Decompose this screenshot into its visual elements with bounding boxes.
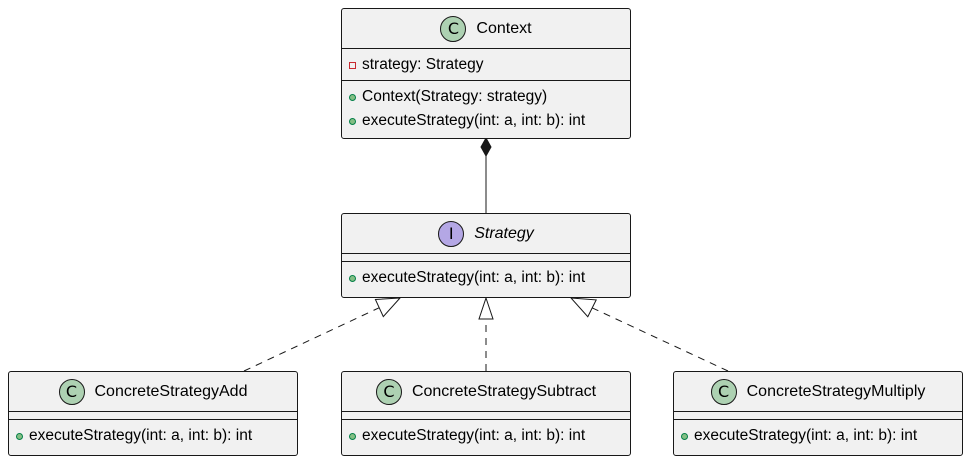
realization-line-add: [243, 304, 386, 372]
concrete-strategy-subtract-class[interactable]: C ConcreteStrategySubtract executeStrate…: [341, 371, 631, 456]
methods-section: Context(Strategy: strategy) executeStrat…: [342, 80, 630, 136]
method-text: executeStrategy(int: a, int: b): int: [694, 427, 918, 444]
realization-arrowhead-subtract: [478, 296, 494, 320]
method-text: executeStrategy(int: a, int: b): int: [362, 427, 586, 444]
methods-section: executeStrategy(int: a, int: b): int: [9, 419, 297, 451]
fields-section: [342, 411, 630, 419]
class-name: ConcreteStrategyAdd: [94, 382, 248, 400]
class-stereotype-icon: C: [375, 378, 402, 405]
realization-arrowhead-add: [374, 297, 402, 318]
fields-section: strategy: Strategy: [342, 48, 630, 80]
realization-arrowhead-multiply: [569, 297, 597, 318]
public-visibility-icon: [349, 117, 356, 125]
method-text: executeStrategy(int: a, int: b): int: [29, 427, 253, 444]
class-name: Strategy: [474, 224, 534, 242]
class-stereotype-icon: C: [58, 378, 85, 405]
class-name: ConcreteStrategySubtract: [411, 382, 597, 400]
concrete-strategy-add-class[interactable]: C ConcreteStrategyAdd executeStrategy(in…: [8, 371, 298, 456]
class-stereotype-icon: C: [710, 378, 737, 405]
method-text: executeStrategy(int: a, int: b): int: [362, 112, 586, 129]
context-class[interactable]: C Context strategy: Strategy Context(Str…: [341, 8, 631, 139]
method-row: Context(Strategy: strategy): [349, 85, 623, 109]
class-name: ConcreteStrategyMultiply: [746, 382, 926, 400]
field-text: strategy: Strategy: [362, 56, 484, 73]
public-visibility-icon: [349, 93, 356, 101]
field-row: strategy: Strategy: [349, 53, 623, 77]
private-visibility-icon: [349, 61, 356, 69]
public-visibility-icon: [349, 274, 356, 282]
public-visibility-icon: [681, 432, 688, 440]
method-row: executeStrategy(int: a, int: b): int: [16, 424, 290, 448]
fields-section: [9, 411, 297, 419]
fields-section: [342, 253, 630, 261]
methods-section: executeStrategy(int: a, int: b): int: [342, 261, 630, 293]
methods-section: executeStrategy(int: a, int: b): int: [674, 419, 962, 451]
methods-section: executeStrategy(int: a, int: b): int: [342, 419, 630, 451]
class-header: C Context: [342, 9, 630, 48]
class-header: C ConcreteStrategyAdd: [9, 372, 297, 411]
class-header: C ConcreteStrategySubtract: [342, 372, 630, 411]
class-name: Context: [476, 19, 532, 37]
method-row: executeStrategy(int: a, int: b): int: [349, 109, 623, 133]
class-header: C ConcreteStrategyMultiply: [674, 372, 962, 411]
strategy-interface[interactable]: I Strategy executeStrategy(int: a, int: …: [341, 213, 631, 298]
method-row: executeStrategy(int: a, int: b): int: [349, 424, 623, 448]
class-header: I Strategy: [342, 214, 630, 253]
composition-diamond: [480, 136, 492, 158]
public-visibility-icon: [349, 432, 356, 440]
method-row: executeStrategy(int: a, int: b): int: [349, 266, 623, 290]
concrete-strategy-multiply-class[interactable]: C ConcreteStrategyMultiply executeStrate…: [673, 371, 963, 456]
interface-stereotype-icon: I: [438, 220, 465, 247]
realization-line-multiply: [585, 304, 729, 372]
method-text: Context(Strategy: strategy): [362, 88, 548, 105]
method-text: executeStrategy(int: a, int: b): int: [362, 269, 586, 286]
public-visibility-icon: [16, 432, 23, 440]
class-stereotype-icon: C: [440, 15, 467, 42]
method-row: executeStrategy(int: a, int: b): int: [681, 424, 955, 448]
fields-section: [674, 411, 962, 419]
